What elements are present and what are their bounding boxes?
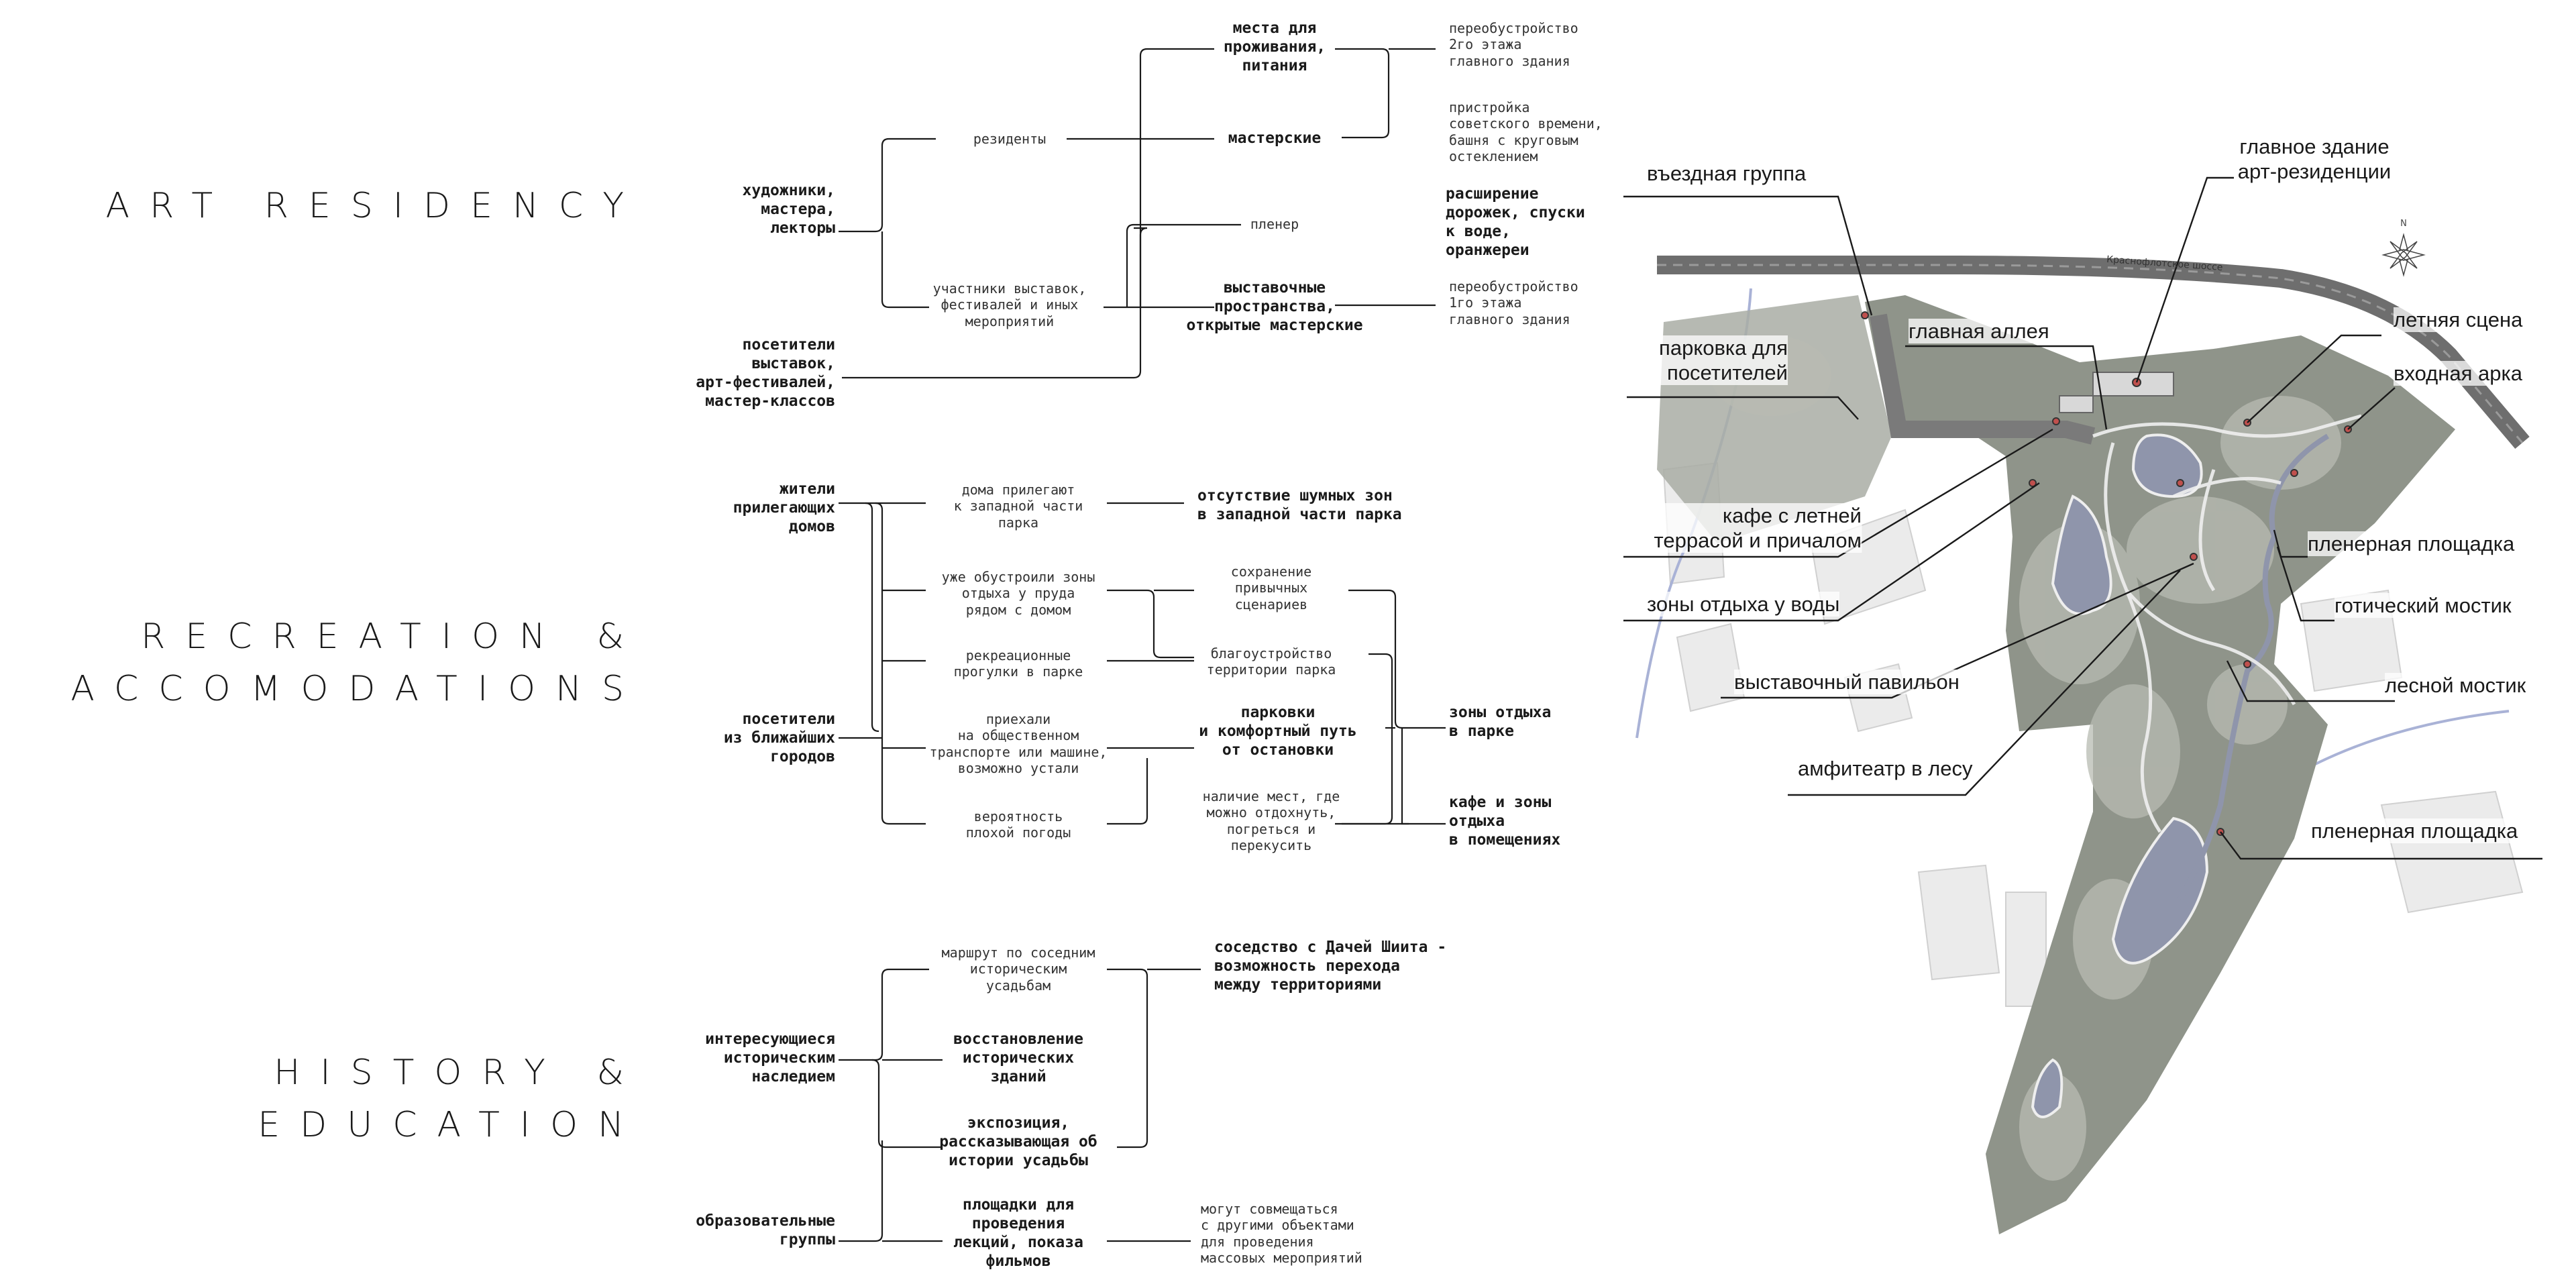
label-gothic-bridge: готический мостик — [2334, 593, 2512, 619]
title-art-residency: ART RESIDENCY — [105, 186, 644, 226]
label-main-alley: главная аллея — [1909, 319, 2049, 344]
label-forest-bridge: лесной мостик — [2385, 673, 2526, 698]
scenario-houses: дома прилегают к западной части парка — [953, 482, 1083, 531]
label-entry-group: въездная группа — [1647, 161, 1807, 186]
mid-rest: наличие мест, где можно отдохнуть, погре… — [1202, 788, 1340, 854]
label-pavilion: выставочный павильон — [1734, 670, 1960, 695]
item-exposition: экспозиция, рассказывающая об истории ус… — [939, 1114, 1097, 1170]
need-paths: расширение дорожек, спуски к воде, оранж… — [1446, 185, 1585, 260]
result-neighbour: соседство с Дачей Шиита - возможность пе… — [1214, 939, 1447, 994]
need-workshops: мастерские — [1228, 129, 1322, 147]
mid-habits: сохранение привычных сценариев — [1230, 564, 1312, 612]
solution-soviet: пристройка советского времени, башня с к… — [1449, 99, 1603, 165]
scenario-residents: резиденты — [973, 131, 1046, 147]
label-summer-stage: летняя сцена — [2394, 307, 2523, 333]
item-restore: восстановление исторических зданий — [953, 1030, 1083, 1086]
mid-parking: парковки и комфортный путь от остановки — [1199, 704, 1357, 759]
group-residents: жители прилегающих домов — [733, 480, 835, 536]
scenario-pond: уже обустроили зоны отдыха у пруда рядом… — [941, 569, 1095, 618]
label-cafe: кафе с летней террасой и причалом — [1654, 503, 1862, 553]
scenario-walks: рекреационные прогулки в парке — [953, 647, 1083, 680]
scenario-transport: приехали на общественном транспорте или … — [929, 711, 1108, 777]
scenario-plein-air: пленер — [1250, 216, 1299, 232]
group-education: образовательные группы — [696, 1212, 835, 1249]
scenario-weather: вероятность плохой погоды — [965, 808, 1071, 841]
label-plein-air-1: пленерная площадка — [2308, 531, 2515, 557]
group-art-visitors: посетители выставок, арт-фестивалей, мас… — [696, 336, 835, 411]
need-exhibition: выставочные пространства, открытые масте… — [1186, 279, 1363, 335]
solution-floor1: переобустройство 1го этажа главного здан… — [1449, 278, 1578, 327]
group-artists: художники, мастера, лекторы — [742, 182, 835, 237]
result-zones: зоны отдыха в парке — [1449, 704, 1552, 741]
result-combine: могут совмещаться с другими объектами дл… — [1201, 1201, 1362, 1267]
scenario-participants: участники выставок, фестивалей и иных ме… — [932, 280, 1087, 329]
item-route: маршрут по соседним историческим усадьба… — [941, 945, 1095, 994]
mid-improve: благоустройство территории парка — [1206, 645, 1336, 678]
result-cafe: кафе и зоны отдыха в помещениях — [1449, 794, 1561, 849]
compass — [2381, 233, 2426, 277]
item-lectures: площадки для проведения лекций, показа ф… — [953, 1196, 1083, 1271]
label-water-zones: зоны отдыха у воды — [1647, 592, 1840, 617]
group-heritage: интересующиеся историческим наследием — [705, 1030, 835, 1086]
need-living: места для проживания, питания — [1223, 19, 1326, 75]
title-recreation: RECREATION & ACCOMODATIONS — [70, 617, 644, 709]
label-amphitheater: амфитеатр в лесу — [1798, 756, 1973, 782]
group-city-visitors: посетители из ближайших городов — [723, 710, 835, 766]
label-main-building: главное здание арт-резиденции — [2237, 134, 2392, 184]
solution-floor2: переобустройство 2го этажа главного здан… — [1449, 20, 1578, 69]
label-entry-arch: входная арка — [2394, 361, 2522, 386]
label-plein-air-2: пленерная площадка — [2311, 818, 2518, 844]
mid-noise: отсутствие шумных зон в западной части п… — [1197, 487, 1402, 524]
label-parking: парковка для посетителей — [1659, 335, 1788, 386]
title-history: HISTORY & EDUCATION — [258, 1053, 644, 1145]
compass-north-letter: N — [2400, 219, 2407, 229]
